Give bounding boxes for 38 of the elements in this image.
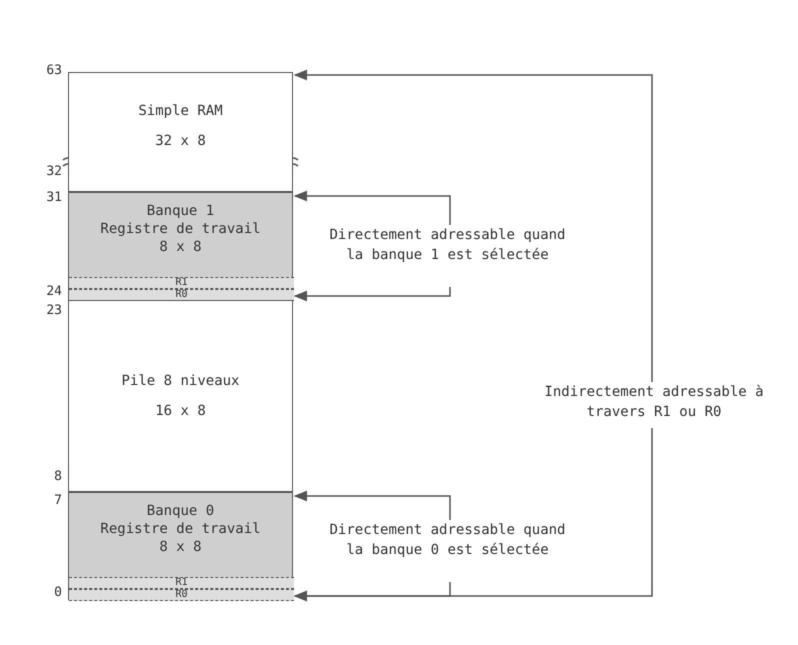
annotation-text: Indirectement adressable à travers R1 ou R0	[543, 383, 765, 422]
register-name: R1	[175, 278, 188, 287]
register-row	[69, 577, 294, 589]
address-label: 32	[46, 165, 62, 179]
register-row	[69, 289, 294, 301]
bracket-arrow	[294, 490, 451, 520]
address-label: 63	[46, 64, 62, 78]
address-label: 0	[54, 586, 62, 600]
address-label: 8	[54, 470, 62, 484]
size-label: 16 x 8	[155, 403, 206, 419]
size-label: 8 x 8	[159, 539, 202, 555]
block-title: Banque 1	[146, 203, 214, 219]
annotation-text: Directement adressable quand la banque 1 est sélectée	[328, 226, 566, 265]
register-name: R1	[175, 578, 188, 587]
register-row	[69, 277, 294, 289]
block-title: Banque 0	[146, 503, 214, 519]
address-label: 23	[46, 304, 62, 318]
annotation-text: Directement adressable quand la banque 0 est sélectée	[328, 521, 566, 560]
block-title: Pile 8 niveaux	[121, 373, 240, 389]
address-label: 24	[46, 285, 62, 299]
memory-block	[68, 72, 293, 192]
bracket-arrow	[294, 287, 451, 302]
register-name: R0	[175, 290, 188, 299]
bracket-arrow	[294, 190, 451, 225]
address-label: 7	[54, 494, 62, 508]
size-label: 32 x 8	[155, 133, 206, 149]
bracket-arrow	[294, 70, 653, 382]
register-label: Registre de travail	[100, 221, 261, 237]
register-row	[69, 589, 294, 601]
register-label: Registre de travail	[100, 521, 261, 537]
register-bank-block	[68, 492, 293, 600]
block-title: Simple RAM	[138, 103, 223, 119]
register-name: R0	[175, 590, 188, 599]
bracket-arrow	[294, 582, 451, 602]
address-label: 31	[46, 191, 62, 205]
memory-block	[68, 300, 293, 492]
size-label: 8 x 8	[159, 239, 202, 255]
register-bank-block	[68, 192, 293, 300]
